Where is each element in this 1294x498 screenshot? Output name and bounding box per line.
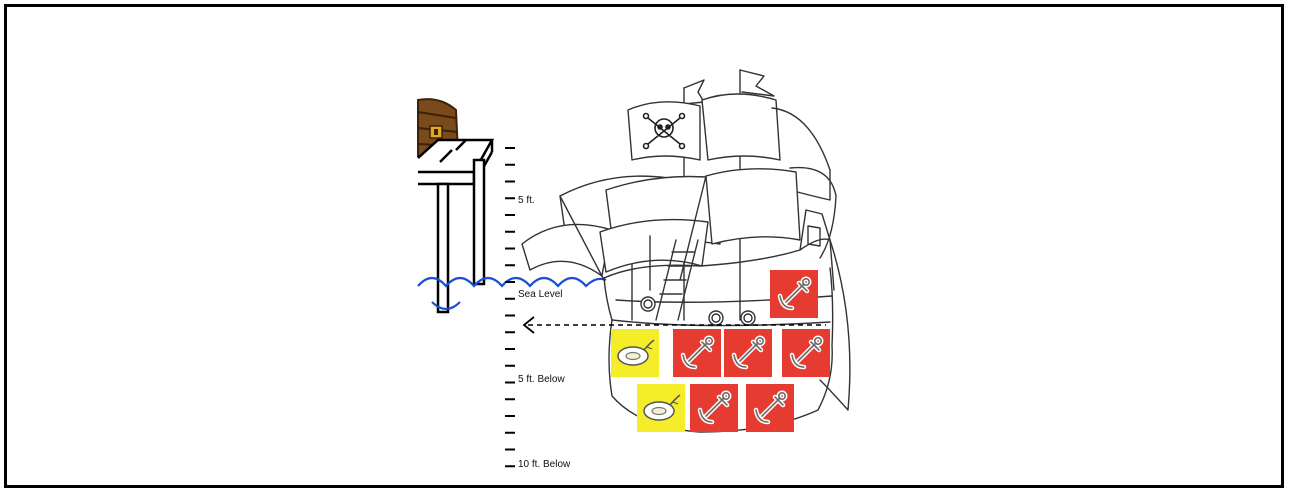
anchor-icon [770, 270, 818, 318]
depth-scale [505, 148, 515, 466]
anchor-icon [724, 329, 772, 377]
label-sea-level: Sea Level [518, 289, 562, 300]
anchor-icon [782, 329, 830, 377]
label-10-ft-below: 10 ft. Below [518, 459, 570, 470]
anchor-icon [690, 384, 738, 432]
anchor-icon [746, 384, 794, 432]
tile-layer [611, 270, 830, 432]
pirate-ship [522, 70, 850, 432]
label-5-ft: 5 ft. [518, 195, 535, 206]
dock [418, 140, 492, 312]
life-ring-icon [637, 384, 685, 432]
life-ring-icon [611, 329, 659, 377]
label-5-ft-below: 5 ft. Below [518, 374, 565, 385]
anchor-icon [673, 329, 721, 377]
